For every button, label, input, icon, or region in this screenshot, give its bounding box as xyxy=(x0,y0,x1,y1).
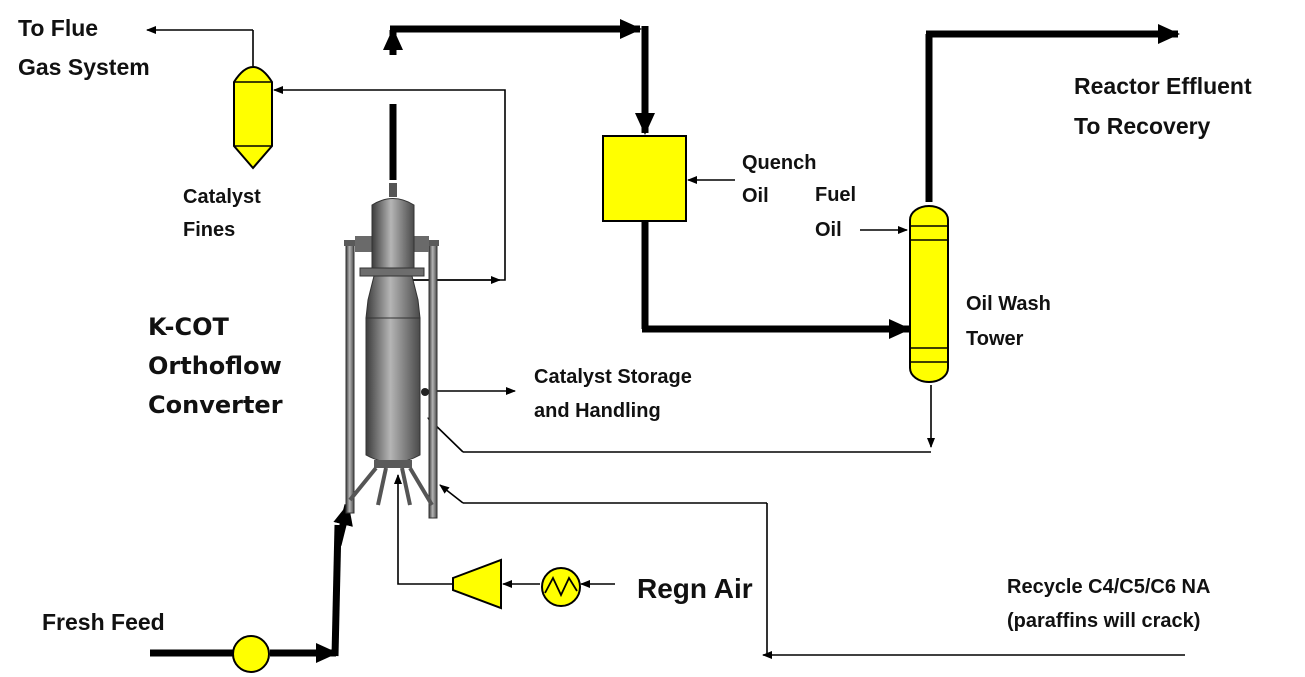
catalyst-storage-label-line2: and Handling xyxy=(534,400,661,422)
regn-air-line-out xyxy=(394,474,452,585)
svg-text:Regn Air: Regn Air xyxy=(637,573,753,604)
quench-oil-label-line1: Quench xyxy=(742,152,816,174)
reactor-effluent-label-line2: To Recovery xyxy=(1074,113,1211,139)
svg-text:Fuel: Fuel xyxy=(815,184,856,206)
catalyst-fines-label-line2: Fines xyxy=(183,219,235,241)
svg-text:Reactor Effluent: Reactor Effluent xyxy=(1074,73,1252,99)
svg-text:To Flue: To Flue xyxy=(18,15,98,41)
recycle-label-line2: (paraffins will crack) xyxy=(1007,610,1200,632)
svg-text:Catalyst Storage: Catalyst Storage xyxy=(534,366,692,388)
kcot-label-line3: Converter xyxy=(148,391,283,419)
kcot-label-line2: Orthoflow xyxy=(148,352,282,380)
reactor-effluent-label-line1: Reactor Effluent xyxy=(1074,73,1252,99)
to-flue-label-line2: Gas System xyxy=(18,54,150,80)
air-heater xyxy=(541,567,581,607)
svg-text:Oil Wash: Oil Wash xyxy=(966,293,1051,315)
svg-text:and Handling: and Handling xyxy=(534,400,661,422)
feed-pump xyxy=(232,635,270,673)
svg-text:Fresh Feed: Fresh Feed xyxy=(42,609,165,635)
oil-wash-label-line2: Tower xyxy=(966,328,1024,350)
svg-text:Recycle C4/C5/C6 NA: Recycle C4/C5/C6 NA xyxy=(1007,576,1210,598)
recycle-line-arrow xyxy=(439,484,464,504)
fresh-feed-label: Fresh Feed xyxy=(42,609,165,635)
oil-wash-label-line1: Oil Wash xyxy=(966,293,1051,315)
svg-text:Catalyst: Catalyst xyxy=(183,186,261,208)
svg-text:K-COT: K-COT xyxy=(148,313,229,341)
svg-text:Gas System: Gas System xyxy=(18,54,150,80)
recycle-label-line1: Recycle C4/C5/C6 NA xyxy=(1007,576,1210,598)
regn-air-label: Regn Air xyxy=(637,573,753,604)
svg-text:Quench: Quench xyxy=(742,152,816,174)
svg-text:Orthoflow: Orthoflow xyxy=(148,352,282,380)
svg-text:Converter: Converter xyxy=(148,391,283,419)
kcot-reactor xyxy=(344,183,439,519)
to-flue-label-line1: To Flue xyxy=(18,15,98,41)
svg-text:Fines: Fines xyxy=(183,219,235,241)
fresh-feed-riser-line xyxy=(331,524,342,657)
quench-oil-label-line2: Oil xyxy=(742,185,769,207)
svg-text:(paraffins will crack): (paraffins will crack) xyxy=(1007,610,1200,632)
quench-drum xyxy=(602,135,687,222)
svg-text:To Recovery: To Recovery xyxy=(1074,113,1211,139)
svg-text:Tower: Tower xyxy=(966,328,1024,350)
catalyst-fines-label-line1: Catalyst xyxy=(183,186,261,208)
svg-text:Oil: Oil xyxy=(815,219,842,241)
svg-text:Oil: Oil xyxy=(742,185,769,207)
cyclone-separator xyxy=(233,66,273,170)
air-compressor xyxy=(452,558,502,610)
fuel-oil-label-line1: Fuel xyxy=(815,184,856,206)
kcot-label-line1: K-COT xyxy=(148,313,229,341)
fuel-oil-label-line2: Oil xyxy=(815,219,842,241)
catalyst-storage-label-line1: Catalyst Storage xyxy=(534,366,692,388)
oil-wash-tower xyxy=(909,205,949,383)
